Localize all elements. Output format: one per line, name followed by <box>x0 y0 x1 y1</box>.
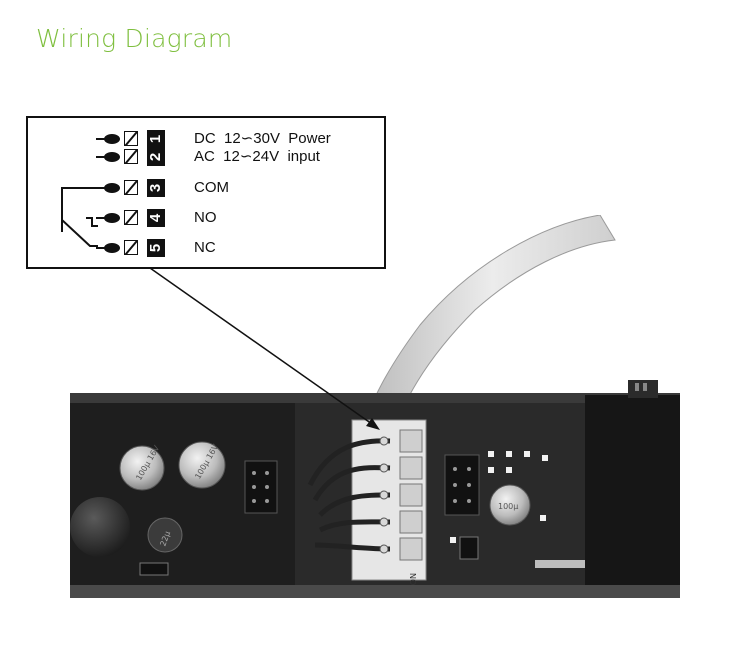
terminal-row-5: 5 NC <box>28 239 386 259</box>
capacitor-small: 22μ <box>147 517 183 553</box>
terminal-block: NO <box>351 419 427 585</box>
connector-marking: NO <box>408 573 417 585</box>
screw-terminal-icon <box>124 180 138 195</box>
terminal-label: NC <box>194 239 216 256</box>
pin-header-left <box>244 460 278 514</box>
board-right-section <box>585 395 680 585</box>
wire-pin-icon <box>96 213 120 223</box>
terminal-label: DC 12∽30V Power <box>194 130 331 147</box>
terminal-row-2: 2 AC 12∽24V input <box>28 148 386 168</box>
wire-pin-icon <box>96 243 120 253</box>
screw-terminal-icon <box>124 131 138 146</box>
terminal-label: NO <box>194 209 217 226</box>
capacitor-2: 100μ 16V <box>178 441 226 489</box>
terminal-row-1: 1 DC 12∽30V Power <box>28 130 386 150</box>
wire-pin-icon <box>96 152 120 162</box>
pin-header-right <box>444 454 480 516</box>
screw-terminal-icon <box>124 149 138 164</box>
terminal-row-4: 4 NO <box>28 209 386 229</box>
board-center-section <box>295 403 585 588</box>
metal-pin <box>535 560 585 568</box>
wiring-schematic: 1 DC 12∽30V Power 2 AC 12∽24V input 3 CO… <box>26 116 386 269</box>
terminal-label: COM <box>194 179 229 196</box>
page-title: Wiring Diagram <box>36 24 233 53</box>
wire-pin-icon <box>96 134 120 144</box>
terminal-label: AC 12∽24V input <box>194 148 320 165</box>
screw-terminal-icon <box>124 210 138 225</box>
capacitor-1: 100μ 16V <box>119 444 165 491</box>
circuit-board-photo: 100μ 16V 100μ 16V 22μ NO <box>70 215 680 598</box>
screw-terminal-icon <box>124 240 138 255</box>
relay-switch-symbol <box>61 187 98 247</box>
capacitor-3: 100μ <box>489 484 531 526</box>
inductor <box>70 497 130 557</box>
capacitor-marking: 100μ <box>498 502 518 511</box>
